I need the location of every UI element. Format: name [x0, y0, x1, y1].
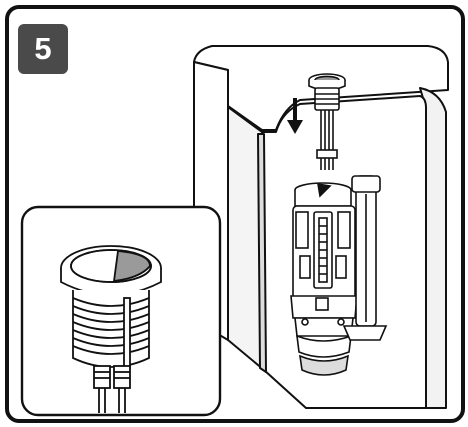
flush-valve-icon [290, 182, 358, 376]
step-number-badge: 5 [18, 24, 68, 74]
push-button-top [308, 73, 346, 170]
down-arrow-icon [287, 98, 303, 134]
overflow-tube-icon [342, 175, 388, 341]
push-button-detail-icon [20, 205, 222, 417]
